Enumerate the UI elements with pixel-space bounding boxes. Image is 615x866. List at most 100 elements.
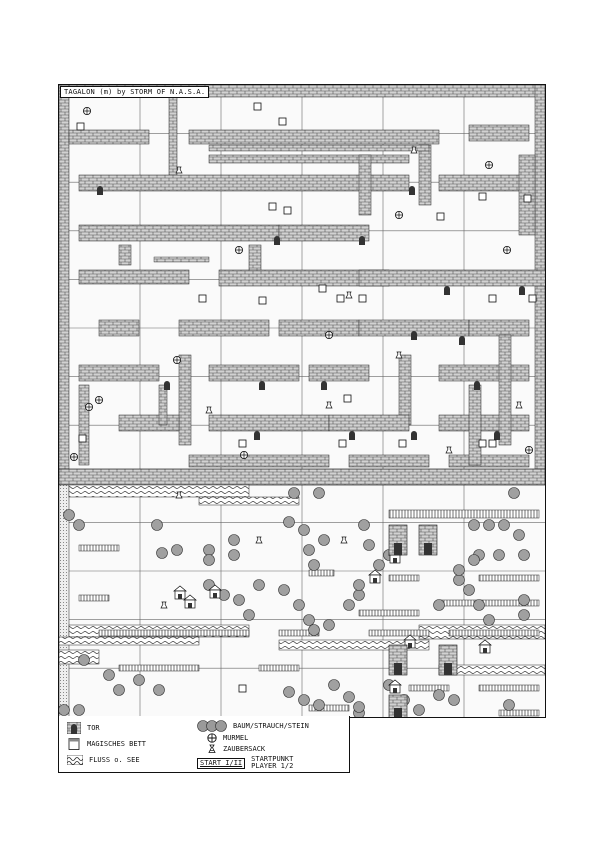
- tree-icon: [153, 684, 165, 696]
- magic-bag-icon: [410, 146, 418, 154]
- house: [478, 639, 492, 654]
- bed-icon: [198, 294, 207, 303]
- door-icon: [494, 431, 500, 440]
- door-icon: [321, 381, 327, 390]
- tree-icon: [228, 549, 240, 561]
- brick-wall: [78, 364, 160, 382]
- left-boundary: [59, 484, 70, 717]
- tree-icon: [113, 684, 125, 696]
- legend-label-tor: TOR: [87, 724, 100, 732]
- bed-icon: [523, 194, 532, 203]
- brick-wall: [168, 96, 178, 178]
- tree-icon: [433, 599, 445, 611]
- brick-wall: [438, 174, 530, 192]
- tree-icon: [358, 519, 370, 531]
- legend-entry-baum: BAUM/STRAUCH/STEIN: [197, 720, 309, 732]
- bed-icon: [343, 394, 352, 403]
- brick-wall: [158, 384, 168, 426]
- brick-wall: [468, 384, 482, 466]
- tree-icon: [498, 519, 510, 531]
- tree-icon: [328, 679, 340, 691]
- legend-label-startpunkt: STARTPUNKT: [251, 755, 294, 763]
- bed-icon: [528, 294, 537, 303]
- tree-icon: [298, 524, 310, 536]
- fence: [388, 574, 420, 582]
- brick-wall: [188, 129, 440, 145]
- bed-icon: [238, 684, 247, 693]
- tree-icon: [493, 549, 505, 561]
- legend-label-baum: BAUM/STRAUCH/STEIN: [233, 722, 309, 730]
- river: [278, 639, 430, 651]
- house: [208, 584, 222, 599]
- door-icon: [359, 236, 365, 245]
- brick-wall: [468, 319, 530, 337]
- tree-icon: [303, 614, 315, 626]
- tree-icon: [313, 699, 325, 711]
- brick-wall: [78, 174, 410, 192]
- brick-wall: [438, 364, 530, 382]
- door-icon: [411, 331, 417, 340]
- tree-icon: [253, 579, 265, 591]
- tree-icon: [233, 594, 245, 606]
- brick-wall: [78, 384, 90, 466]
- fence: [308, 704, 350, 712]
- door-icon: [411, 431, 417, 440]
- tree-icon: [313, 487, 325, 499]
- map-title: TAGALON (m) by STORM OF N.A.S.A.: [60, 86, 210, 98]
- tree-icon: [453, 564, 465, 576]
- brick-wall: [438, 414, 530, 432]
- door-icon: [274, 236, 280, 245]
- bed-icon: [253, 102, 262, 111]
- brick-wall: [308, 364, 370, 382]
- tree-icon: [283, 516, 295, 528]
- tree-icon: [278, 584, 290, 596]
- tree-icon: [353, 701, 365, 713]
- river: [59, 636, 200, 646]
- marble-icon: [82, 106, 91, 115]
- magic-bag-icon: [515, 401, 523, 409]
- tree-icon: [473, 599, 485, 611]
- door-icon: [164, 381, 170, 390]
- bed-icon: [398, 439, 407, 448]
- tree-icon: [468, 519, 480, 531]
- legend-label-murmel: MURMEL: [223, 734, 249, 742]
- house: [368, 569, 382, 584]
- tree-icon: [133, 674, 145, 686]
- tree-icon: [513, 529, 525, 541]
- bed-icon: [278, 117, 287, 126]
- magic-bag-icon: [175, 166, 183, 174]
- bed-icon: [258, 296, 267, 305]
- fence: [478, 684, 540, 692]
- tree-icon: [203, 544, 215, 556]
- legend-label-bett: MAGISCHES BETT: [87, 740, 147, 748]
- tree-icon: [243, 609, 255, 621]
- fence: [408, 684, 450, 692]
- brick-wall: [178, 354, 192, 446]
- brick-wall: [278, 319, 360, 337]
- river: [198, 496, 300, 506]
- brick-wall: [78, 269, 190, 285]
- fence: [498, 709, 540, 717]
- legend-entry-bett: MAGISCHES BETT: [67, 738, 146, 750]
- brick-wall: [118, 414, 180, 432]
- brick-wall: [278, 224, 370, 242]
- door-icon: [259, 381, 265, 390]
- tree-icon: [483, 614, 495, 626]
- tree-icon: [518, 549, 530, 561]
- fence: [308, 569, 335, 577]
- bed-icon: [338, 439, 347, 448]
- legend-entry-start: START I/II STARTPUNKT PLAYER 1/2: [197, 756, 293, 770]
- tree-icon: [448, 694, 460, 706]
- brick-wall: [328, 414, 410, 432]
- building: [418, 524, 438, 556]
- bed-icon: [318, 284, 327, 293]
- start-badge: START I/II: [197, 757, 246, 769]
- bed-icon: [336, 294, 345, 303]
- marble-icon: [207, 733, 217, 743]
- dungeon-map: [58, 84, 546, 718]
- house: [388, 679, 402, 694]
- fence: [118, 664, 200, 672]
- tree-icon: [323, 619, 335, 631]
- tree-icon: [288, 487, 300, 499]
- tree-icon: [353, 589, 365, 601]
